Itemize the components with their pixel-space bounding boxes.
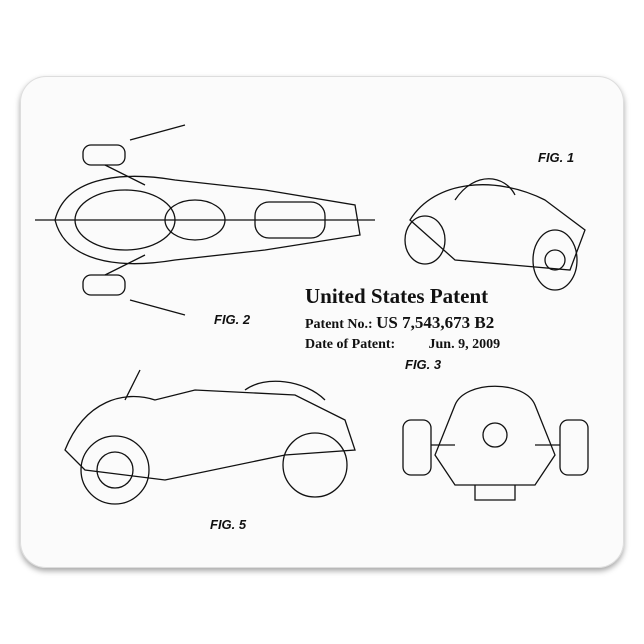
patent-date-label: Date of Patent:	[305, 337, 425, 353]
fig3-front-view-drawing	[395, 375, 595, 505]
fig1-perspective-drawing	[395, 160, 605, 300]
fig2-label: FIG. 2	[214, 312, 250, 327]
patent-date: Jun. 9, 2009	[429, 337, 501, 353]
fig1-label: FIG. 1	[538, 150, 574, 165]
fig5-label: FIG. 5	[210, 517, 246, 532]
patent-number: US 7,543,673 B2	[376, 313, 494, 333]
fig5-side-view-drawing	[45, 360, 375, 510]
patent-info: United States Patent Patent No.: US 7,54…	[305, 284, 500, 353]
patent-title: United States Patent	[305, 284, 500, 309]
fig3-label: FIG. 3	[405, 357, 441, 372]
patent-number-label: Patent No.:	[305, 317, 373, 333]
